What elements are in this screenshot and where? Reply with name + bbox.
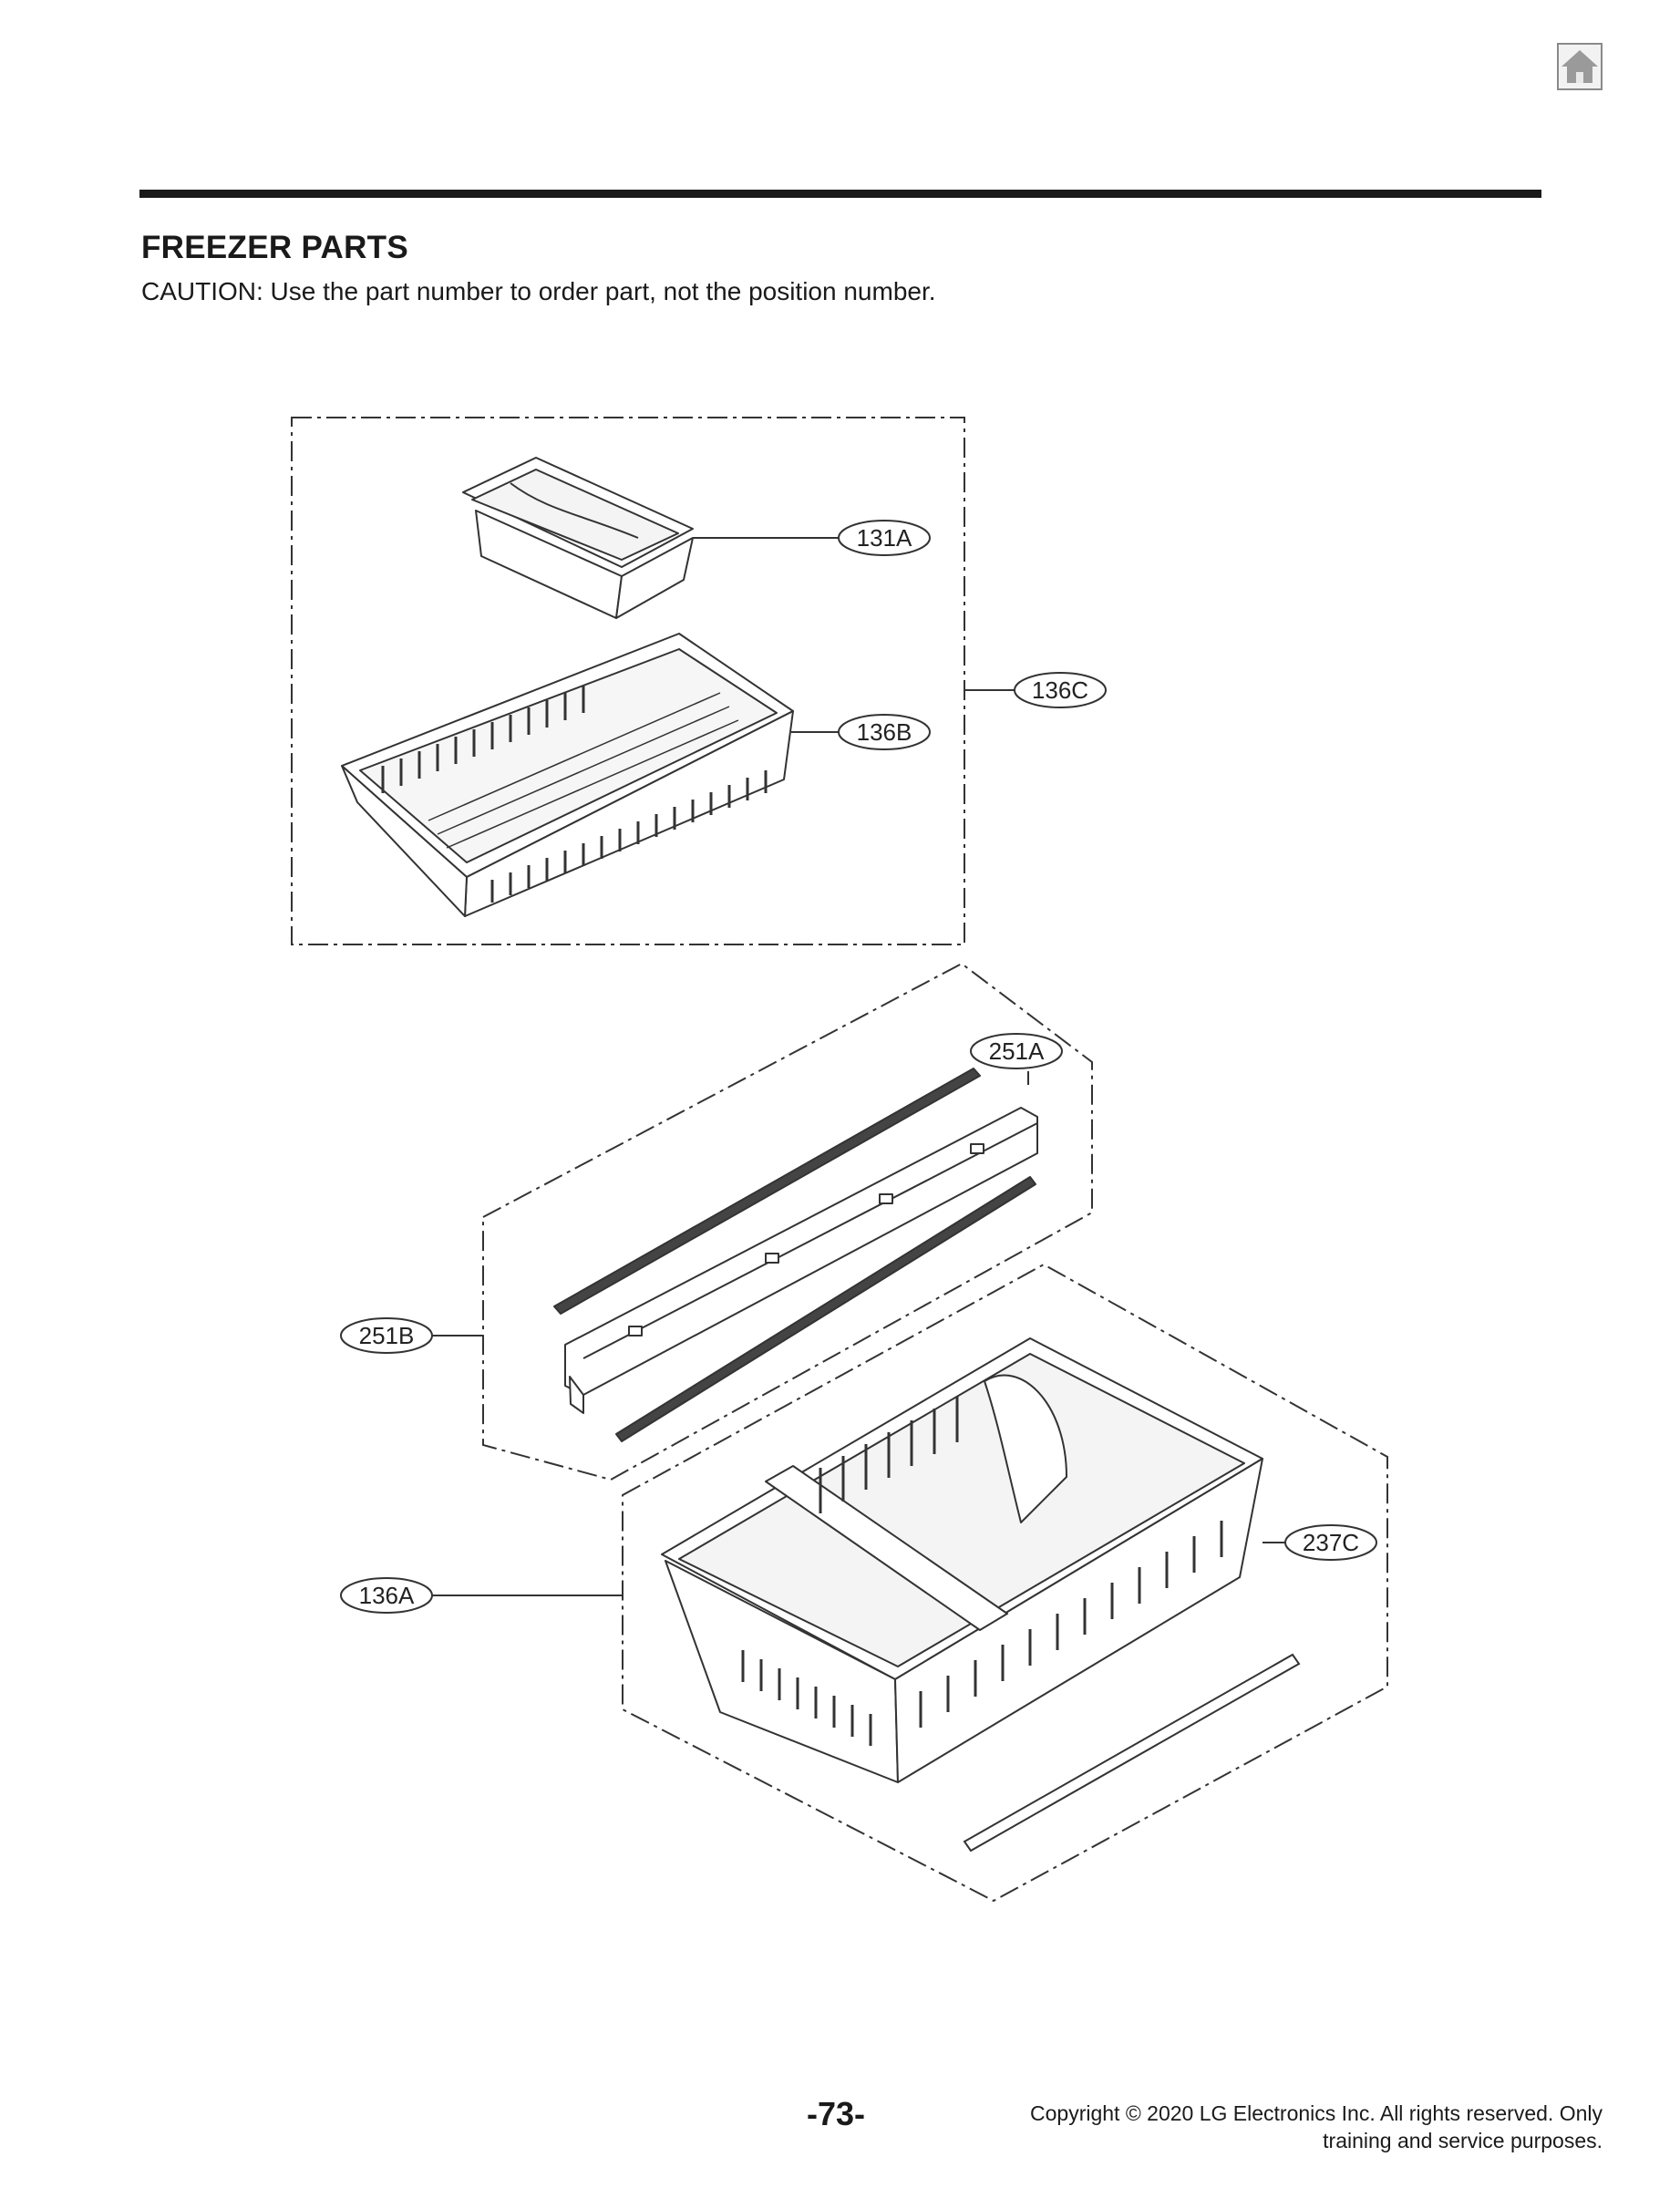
part-136B-basket xyxy=(341,633,794,917)
home-button[interactable] xyxy=(1557,43,1603,90)
callout-131A xyxy=(838,520,931,556)
page-number: -73- xyxy=(807,2095,866,2132)
callout-237C xyxy=(1284,1524,1377,1561)
home-icon xyxy=(1561,50,1598,83)
part-237C-drawer-basket xyxy=(661,1337,1263,1783)
callout-label-136A: 136A xyxy=(359,1582,415,1609)
section-divider xyxy=(139,190,1541,198)
section-title: FREEZER PARTS xyxy=(141,230,408,265)
callout-251A xyxy=(970,1033,1063,1069)
callout-136A xyxy=(340,1577,433,1614)
part-251B-bracket xyxy=(564,1107,1038,1414)
callout-251B xyxy=(340,1317,433,1354)
copyright-line-1: Copyright © 2020 LG Electronics Inc. All… xyxy=(1030,2101,1603,2125)
group-box-136C xyxy=(291,417,965,945)
callout-136C xyxy=(1014,672,1107,708)
callout-label-237C: 237C xyxy=(1303,1529,1359,1556)
callout-label-136C: 136C xyxy=(1032,676,1088,704)
callout-136B xyxy=(838,714,931,750)
callout-label-131A: 131A xyxy=(857,524,912,552)
callout-label-251A: 251A xyxy=(989,1037,1045,1065)
part-136A-strip xyxy=(963,1653,1301,1853)
part-251A-rail xyxy=(553,1068,1036,1442)
copyright-notice: Copyright © 2020 LG Electronics Inc. All… xyxy=(964,2100,1603,2154)
callout-label-136B: 136B xyxy=(857,718,912,746)
group-box-251 xyxy=(482,962,1093,1481)
part-131A-bin xyxy=(462,457,694,619)
caution-note: CAUTION: Use the part number to order pa… xyxy=(141,277,936,305)
copyright-line-2: training and service purposes. xyxy=(1323,2129,1603,2152)
callout-label-251B: 251B xyxy=(359,1322,415,1349)
